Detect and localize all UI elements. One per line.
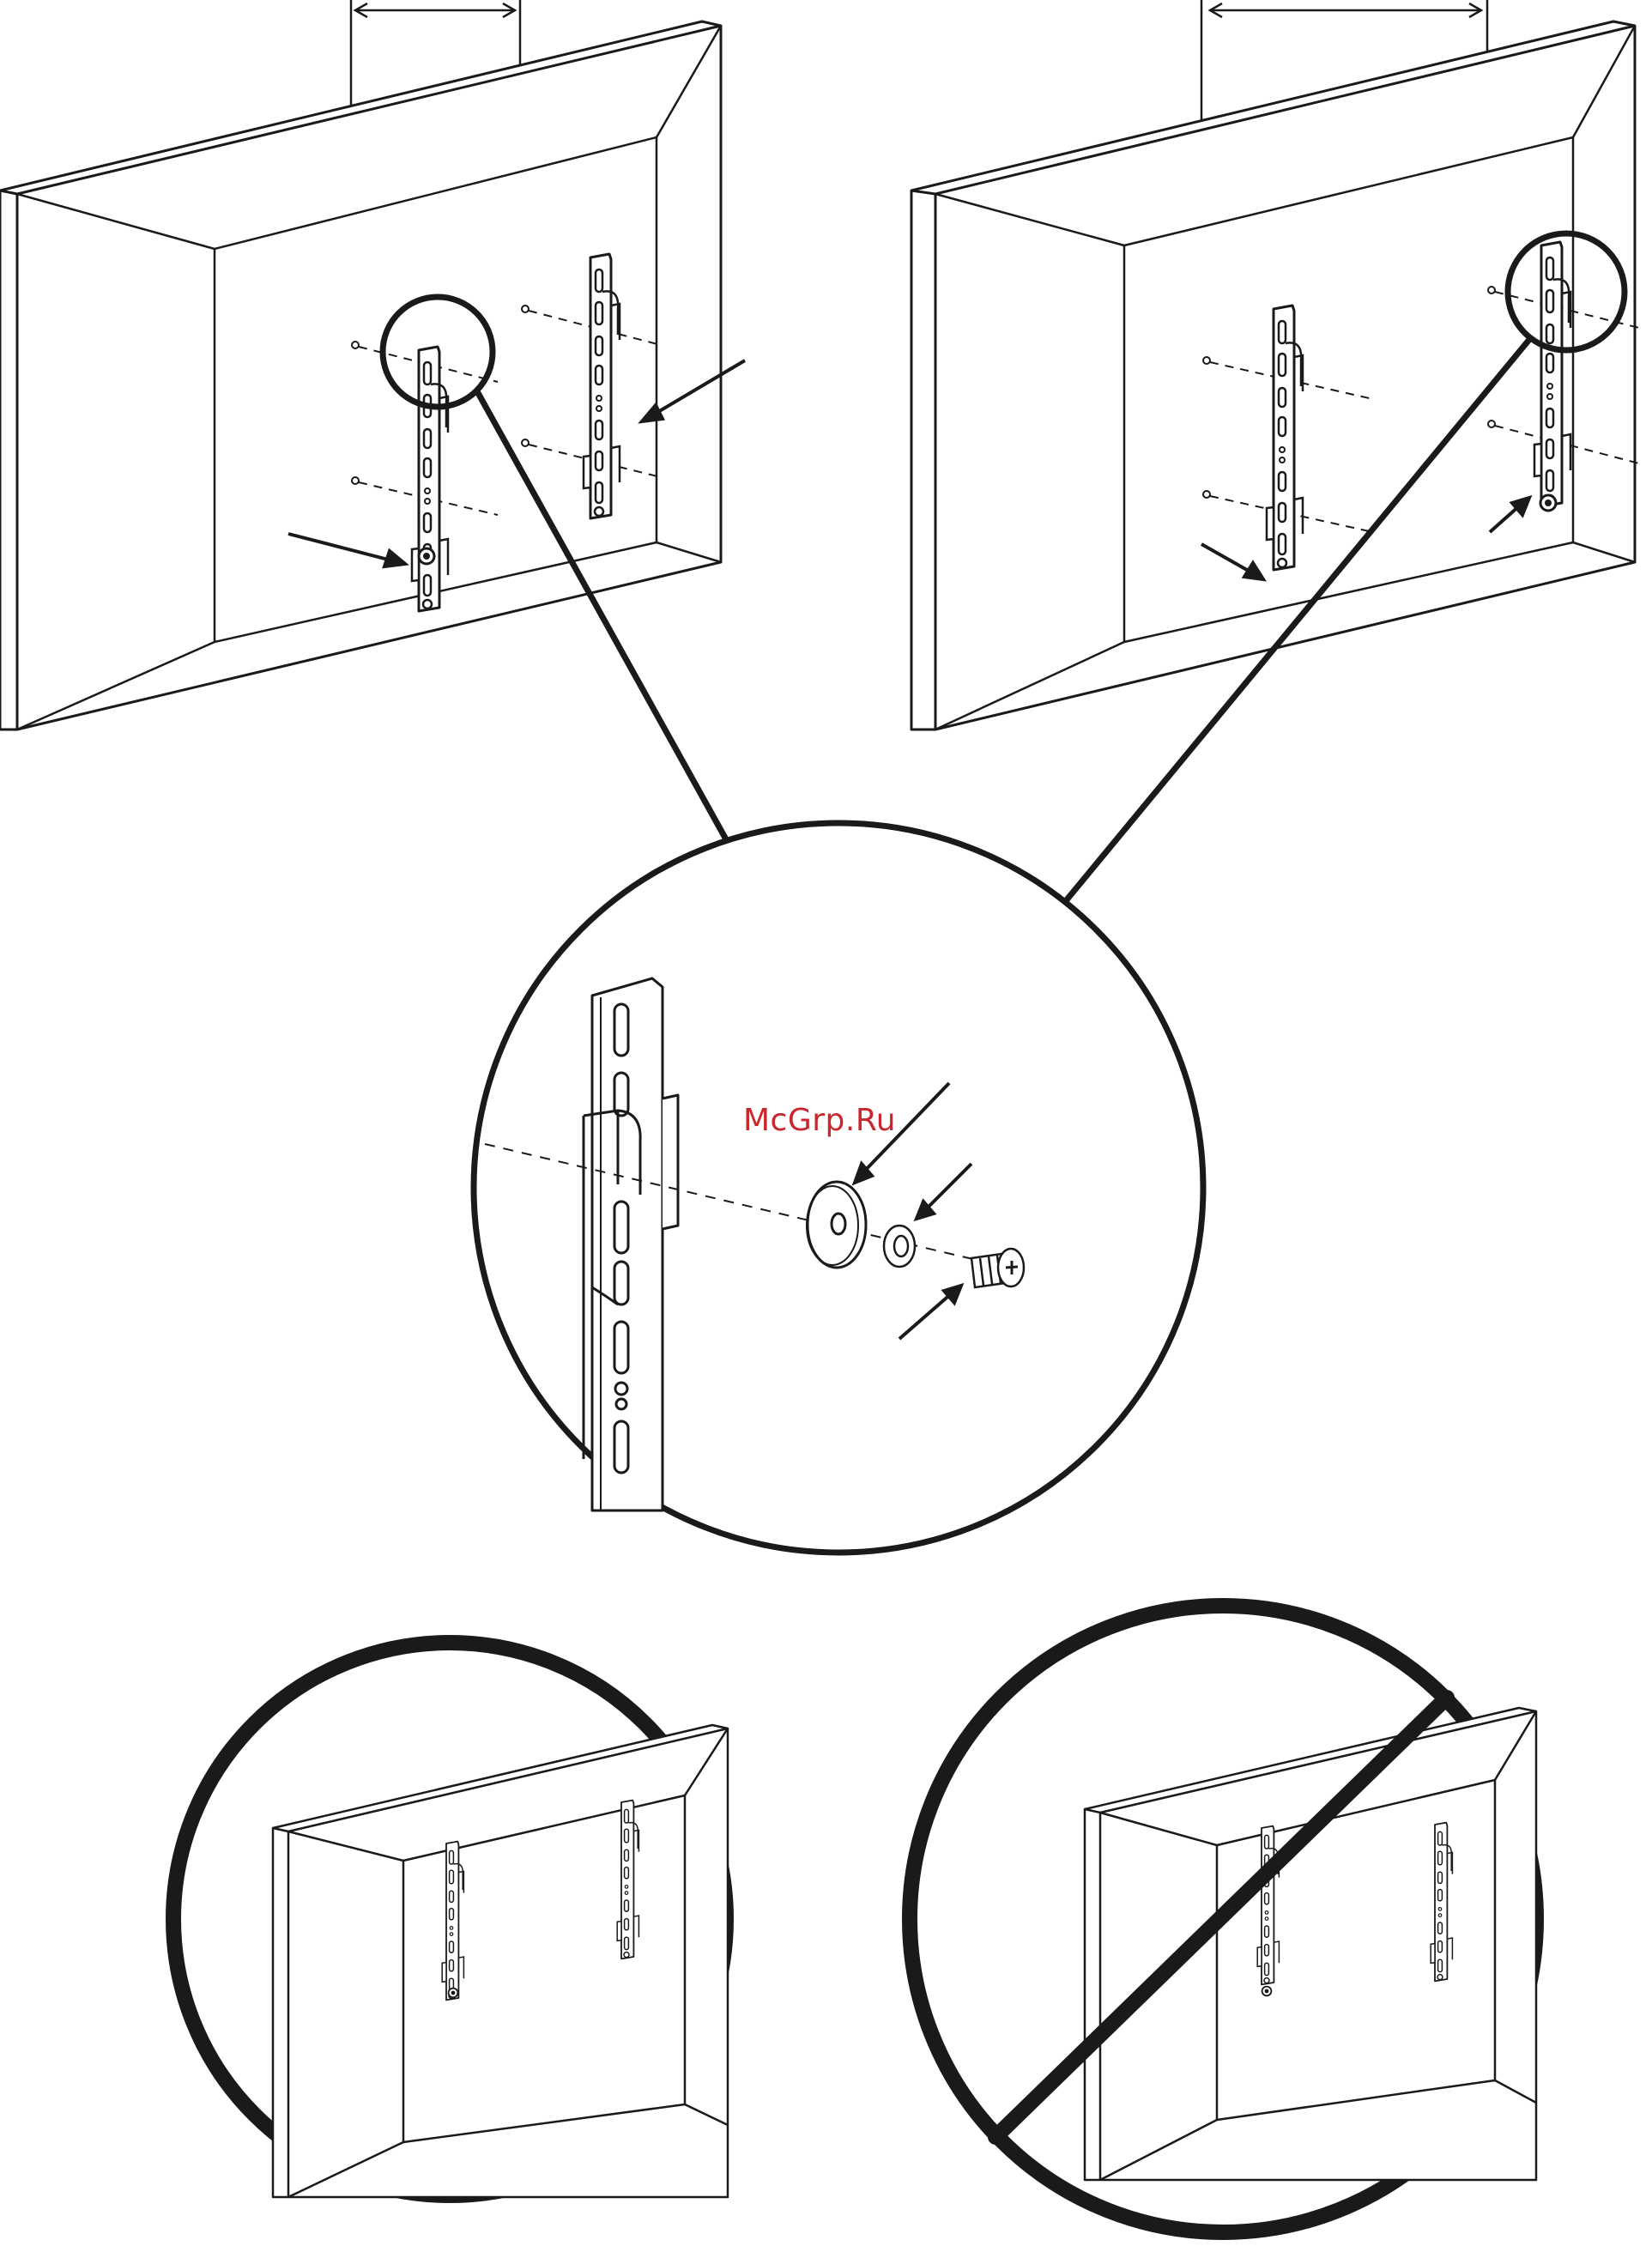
correct-example-panel <box>173 1643 728 2197</box>
incorrect-example-panel <box>910 1606 1536 2232</box>
detail-zoom-panel <box>474 823 1203 1553</box>
tv-left-panel <box>0 0 745 729</box>
watermark-text: McGrp.Ru <box>743 1103 896 1138</box>
screw-correct <box>449 1989 458 1998</box>
detail-bracket <box>584 978 678 1510</box>
screw-right <box>1540 495 1556 511</box>
tv-back-left <box>0 21 721 729</box>
screw-incorrect <box>1262 1987 1272 1996</box>
washer <box>807 1182 866 1268</box>
tv-right-panel <box>911 0 1639 729</box>
lock-washer <box>884 1226 915 1267</box>
screw-left <box>419 548 434 564</box>
